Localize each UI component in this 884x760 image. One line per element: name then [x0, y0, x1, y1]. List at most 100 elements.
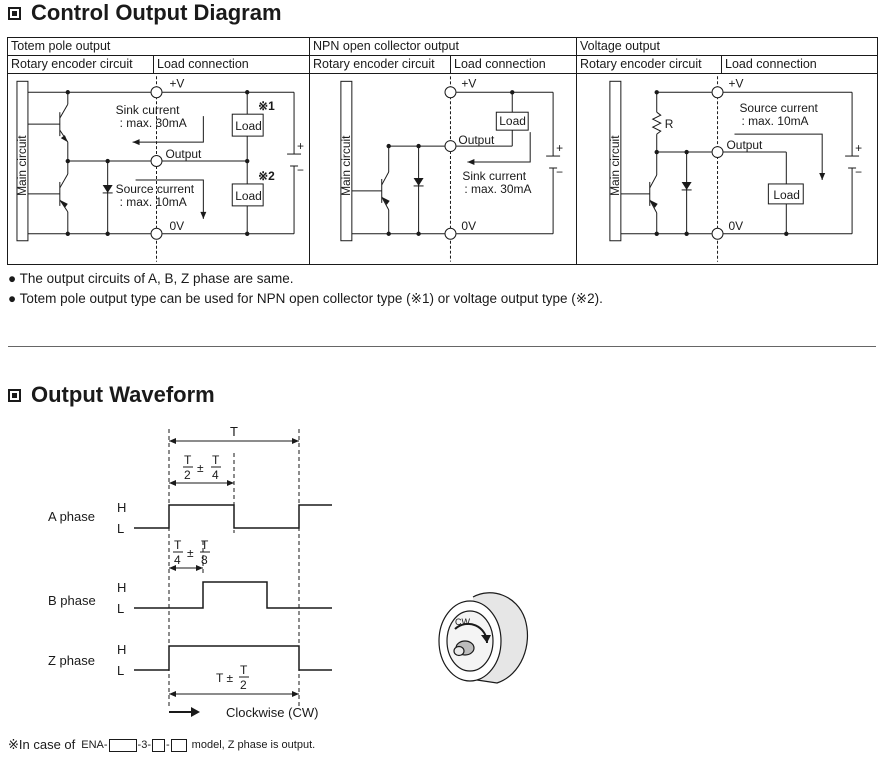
subheader-load-connection: Load connection [153, 55, 310, 74]
z-phase-waveform [134, 645, 332, 671]
model-blank-box [152, 738, 165, 752]
output-label: Output [727, 138, 764, 152]
a-phase-low: L [117, 521, 124, 536]
npn-open-collector-diagram: +V Output 0V Sink current : max. 30mA Lo… [308, 73, 578, 265]
model-blank-box [108, 738, 137, 752]
voltage-output-circuit: R +V Output 0V Source current : max. 10m… [608, 76, 862, 262]
voltage-output-diagram: R +V Output 0V Source current : max. 10m… [576, 73, 879, 265]
plus-sign: + [297, 139, 304, 153]
b-phase-label: B phase [48, 593, 96, 608]
rotary-encoder-icon: CW [438, 592, 529, 684]
zero-v-label: 0V [729, 219, 744, 233]
section-divider [8, 346, 876, 347]
z-phase-high: H [117, 642, 126, 657]
npn-open-collector-circuit: +V Output 0V Sink current : max. 30mA Lo… [339, 76, 563, 262]
quarter-t-numerator: T [212, 453, 220, 467]
column-header-totem: Totem pole output [7, 37, 310, 56]
main-circuit-block [16, 80, 29, 242]
source-current-label: Source current [739, 101, 818, 115]
subheader-encoder-circuit: Rotary encoder circuit [309, 55, 451, 74]
period-label: T [230, 424, 238, 439]
minus-sign: − [297, 163, 304, 177]
direction-label: Clockwise (CW) [226, 705, 318, 720]
resistor-label: R [665, 117, 674, 131]
a-phase-waveform [134, 504, 332, 529]
waveform-diagram: T T 2 ± T 4 T 4 ± T 8 A phase H L B phas… [48, 424, 332, 720]
sink-current-value: : max. 30mA [464, 182, 531, 196]
mark-1-label: ※1 [258, 99, 275, 113]
z-phase-label: Z phase [48, 653, 95, 668]
footnote-model-c: - [166, 739, 170, 751]
main-circuit-label: Main circuit [339, 135, 353, 196]
plus-sign: + [556, 141, 563, 155]
mark-2-label: ※2 [258, 169, 275, 183]
plus-v-label: +V [461, 76, 476, 90]
z-tolerance-numerator: T [240, 663, 248, 677]
control-output-title: Control Output Diagram [8, 0, 282, 26]
minus-sign: − [556, 165, 563, 179]
control-output-table: Totem pole output NPN open collector out… [7, 37, 879, 265]
quarter-t-denominator: 4 [174, 553, 181, 567]
b-phase-low: L [117, 601, 124, 616]
note-phases-same: ● The output circuits of A, B, Z phase a… [8, 271, 294, 286]
quarter-t-numerator: T [174, 538, 182, 552]
z-tolerance-denominator: 2 [240, 678, 247, 692]
totem-pole-diagram: +V Output 0V Sink current : max. 30mA So… [7, 73, 310, 265]
b-phase-high: H [117, 580, 126, 595]
z-phase-low: L [117, 663, 124, 678]
footnote-prefix: ※In case of [8, 737, 76, 752]
sink-current-value: : max. 30mA [120, 116, 187, 130]
plus-v-label: +V [169, 76, 184, 90]
model-blank-box [170, 738, 187, 752]
main-circuit-label: Main circuit [608, 135, 622, 196]
column-header-voltage: Voltage output [576, 37, 879, 56]
footnote-model-b: -3- [137, 739, 151, 751]
cw-label: CW [455, 617, 470, 627]
plus-minus-label: ± [187, 546, 194, 560]
zero-v-label: 0V [169, 219, 184, 233]
half-t-denominator: 2 [184, 468, 191, 482]
subheader-load-connection: Load connection [721, 55, 879, 74]
table-header-row: Totem pole output NPN open collector out… [7, 37, 879, 56]
column-header-npn: NPN open collector output [308, 37, 578, 56]
subheader-load-connection: Load connection [449, 55, 578, 74]
b-phase-waveform [134, 581, 332, 609]
table-diagram-row: +V Output 0V Sink current : max. 30mA So… [7, 73, 879, 265]
sink-current-label: Sink current [462, 169, 526, 183]
section-square-icon [8, 388, 21, 402]
z-tolerance-prefix: T ± [216, 671, 233, 685]
control-output-title-text: Control Output Diagram [31, 0, 282, 25]
zero-v-label: 0V [461, 219, 476, 233]
plus-minus-label: ± [197, 461, 204, 475]
source-current-label: Source current [116, 182, 195, 196]
main-circuit-block [340, 80, 353, 242]
plus-sign: + [855, 141, 862, 155]
half-t-numerator: T [184, 453, 192, 467]
source-current-value: : max. 10mA [741, 114, 808, 128]
a-phase-high: H [117, 500, 126, 515]
section-square-icon [8, 6, 21, 20]
output-label: Output [458, 133, 495, 147]
minus-sign: − [855, 165, 862, 179]
clockwise-arrow-icon [169, 711, 193, 713]
output-label: Output [165, 147, 202, 161]
load-label: Load [499, 114, 526, 128]
table-subheader-row: Rotary encoder circuit Load connection R… [7, 55, 879, 74]
load-1-label: Load [235, 119, 262, 133]
footnote-model-a: ENA- [81, 739, 108, 751]
note-totem-compatibility: ● Totem pole output type can be used for… [8, 291, 603, 306]
quarter-t-denominator: 4 [212, 468, 219, 482]
main-circuit-label: Main circuit [15, 135, 29, 196]
eighth-t-numerator: T [201, 538, 209, 552]
load-label: Load [773, 188, 800, 202]
output-waveform-title-text: Output Waveform [31, 382, 215, 407]
z-phase-footnote: ※In case of ENA- -3- - model, Z phase is… [8, 737, 315, 753]
sink-current-label: Sink current [116, 103, 180, 117]
a-phase-label: A phase [48, 509, 95, 524]
plus-v-label: +V [729, 76, 744, 90]
output-waveform-title: Output Waveform [8, 382, 215, 408]
subheader-encoder-circuit: Rotary encoder circuit [7, 55, 154, 74]
main-circuit-block [609, 80, 622, 242]
footnote-suffix: model, Z phase is output. [191, 739, 316, 751]
source-current-value: : max. 10mA [120, 195, 187, 209]
